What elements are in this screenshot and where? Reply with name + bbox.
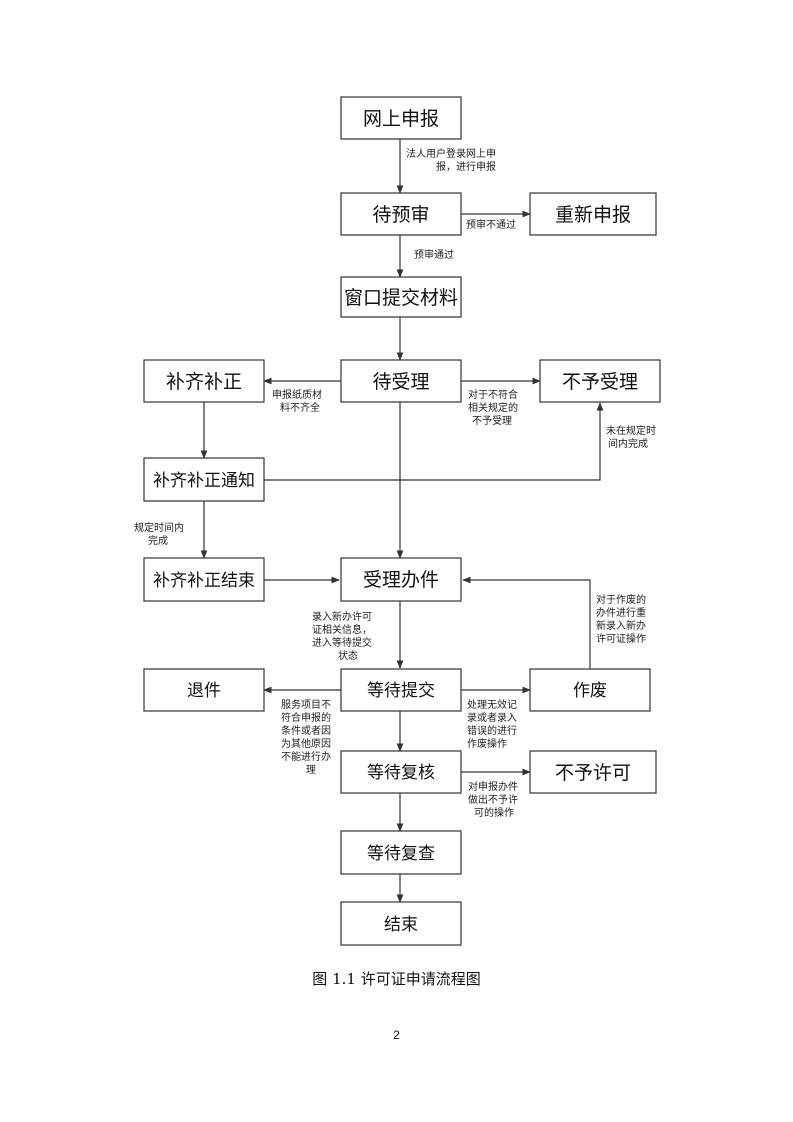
node-zuofei: 作废 xyxy=(529,668,651,712)
edge-label-e7: 规定时间内 完成 xyxy=(134,521,187,547)
node-label: 作废 xyxy=(573,681,607,701)
node-label: 窗口提交材料 xyxy=(344,287,458,309)
node-label: 网上申报 xyxy=(363,108,439,130)
node-wangshang-shenbao: 网上申报 xyxy=(340,96,462,140)
node-label: 等待复查 xyxy=(367,844,435,864)
node-dengdai-fucha: 等待复查 xyxy=(340,830,462,875)
node-buqi-buzheng-tongzhi: 补齐补正通知 xyxy=(143,457,265,502)
node-label: 不予许可 xyxy=(555,762,631,784)
node-dengdai-tijiao: 等待提交 xyxy=(340,668,462,712)
edge-label-e5: 对于不符合 相关规定的 不予受理 xyxy=(468,388,521,427)
node-label: 待受理 xyxy=(372,371,429,393)
edge-tongzhi-to-buyu xyxy=(264,402,604,481)
node-label: 重新申报 xyxy=(555,204,631,226)
node-dai-shouli: 待受理 xyxy=(340,359,462,403)
node-dai-yushen: 待预审 xyxy=(340,192,462,236)
node-chongxin-shenbao: 重新申报 xyxy=(529,192,657,236)
node-label: 等待复核 xyxy=(367,763,435,783)
connectors xyxy=(200,139,604,903)
node-label: 待预审 xyxy=(372,204,429,226)
edge-labels: 法人用户登录网上申 报，进行申报 预审不通过 预审通过 申报纸质材 料不齐全 对… xyxy=(134,147,659,819)
node-jieshu: 结束 xyxy=(340,901,462,946)
edge-label-e6: 未在规定时 间内完成 xyxy=(606,424,659,450)
edge-zuofei-to-banjian xyxy=(462,576,591,669)
figure-caption: 图 1.1 许可证申请流程图 xyxy=(312,970,481,988)
node-label: 退件 xyxy=(187,681,221,701)
edge-label-e12: 对申报办件 做出不予许 可的操作 xyxy=(468,780,521,819)
node-tuijian: 退件 xyxy=(143,668,265,712)
node-label: 补齐补正通知 xyxy=(153,471,255,491)
edge-label-e11: 处理无效记 录或者录入 错误的进行 作废操作 xyxy=(467,698,520,750)
node-shouli-banjian: 受理办件 xyxy=(340,557,462,602)
edge-label-e9: 录入新办许可 证相关信息， 进入等待提交 状态 xyxy=(312,610,375,662)
node-buyu-xuke: 不予许可 xyxy=(529,750,657,794)
node-label: 不予受理 xyxy=(562,371,638,393)
node-dengdai-fuhe: 等待复核 xyxy=(340,750,462,794)
node-chuangkou-tijiao: 窗口提交材料 xyxy=(340,276,462,318)
edge-label-e2: 预审不通过 xyxy=(466,218,516,231)
node-label: 补齐补正 xyxy=(166,371,242,393)
node-buqi-buzheng-jieshu: 补齐补正结束 xyxy=(143,557,265,602)
node-label: 受理办件 xyxy=(363,569,439,591)
edge-label-e4: 申报纸质材 料不齐全 xyxy=(272,388,325,414)
edge-label-e10: 服务项目不 符合申报的 条件或者因 为其他原因 不能进行办 理 xyxy=(281,698,334,776)
node-label: 结束 xyxy=(384,915,418,935)
node-buyu-shouli: 不予受理 xyxy=(539,359,661,403)
edge-label-e1: 法人用户登录网上申 报，进行申报 xyxy=(406,147,499,173)
node-label: 补齐补正结束 xyxy=(153,571,255,591)
edge-label-e8: 对于作废的 办件进行重 新录入新办 许可证操作 xyxy=(596,593,649,645)
edge-label-e3: 预审通过 xyxy=(414,248,454,261)
node-label: 等待提交 xyxy=(367,681,435,701)
node-buqi-buzheng: 补齐补正 xyxy=(143,359,265,403)
page-number: 2 xyxy=(393,1028,400,1042)
